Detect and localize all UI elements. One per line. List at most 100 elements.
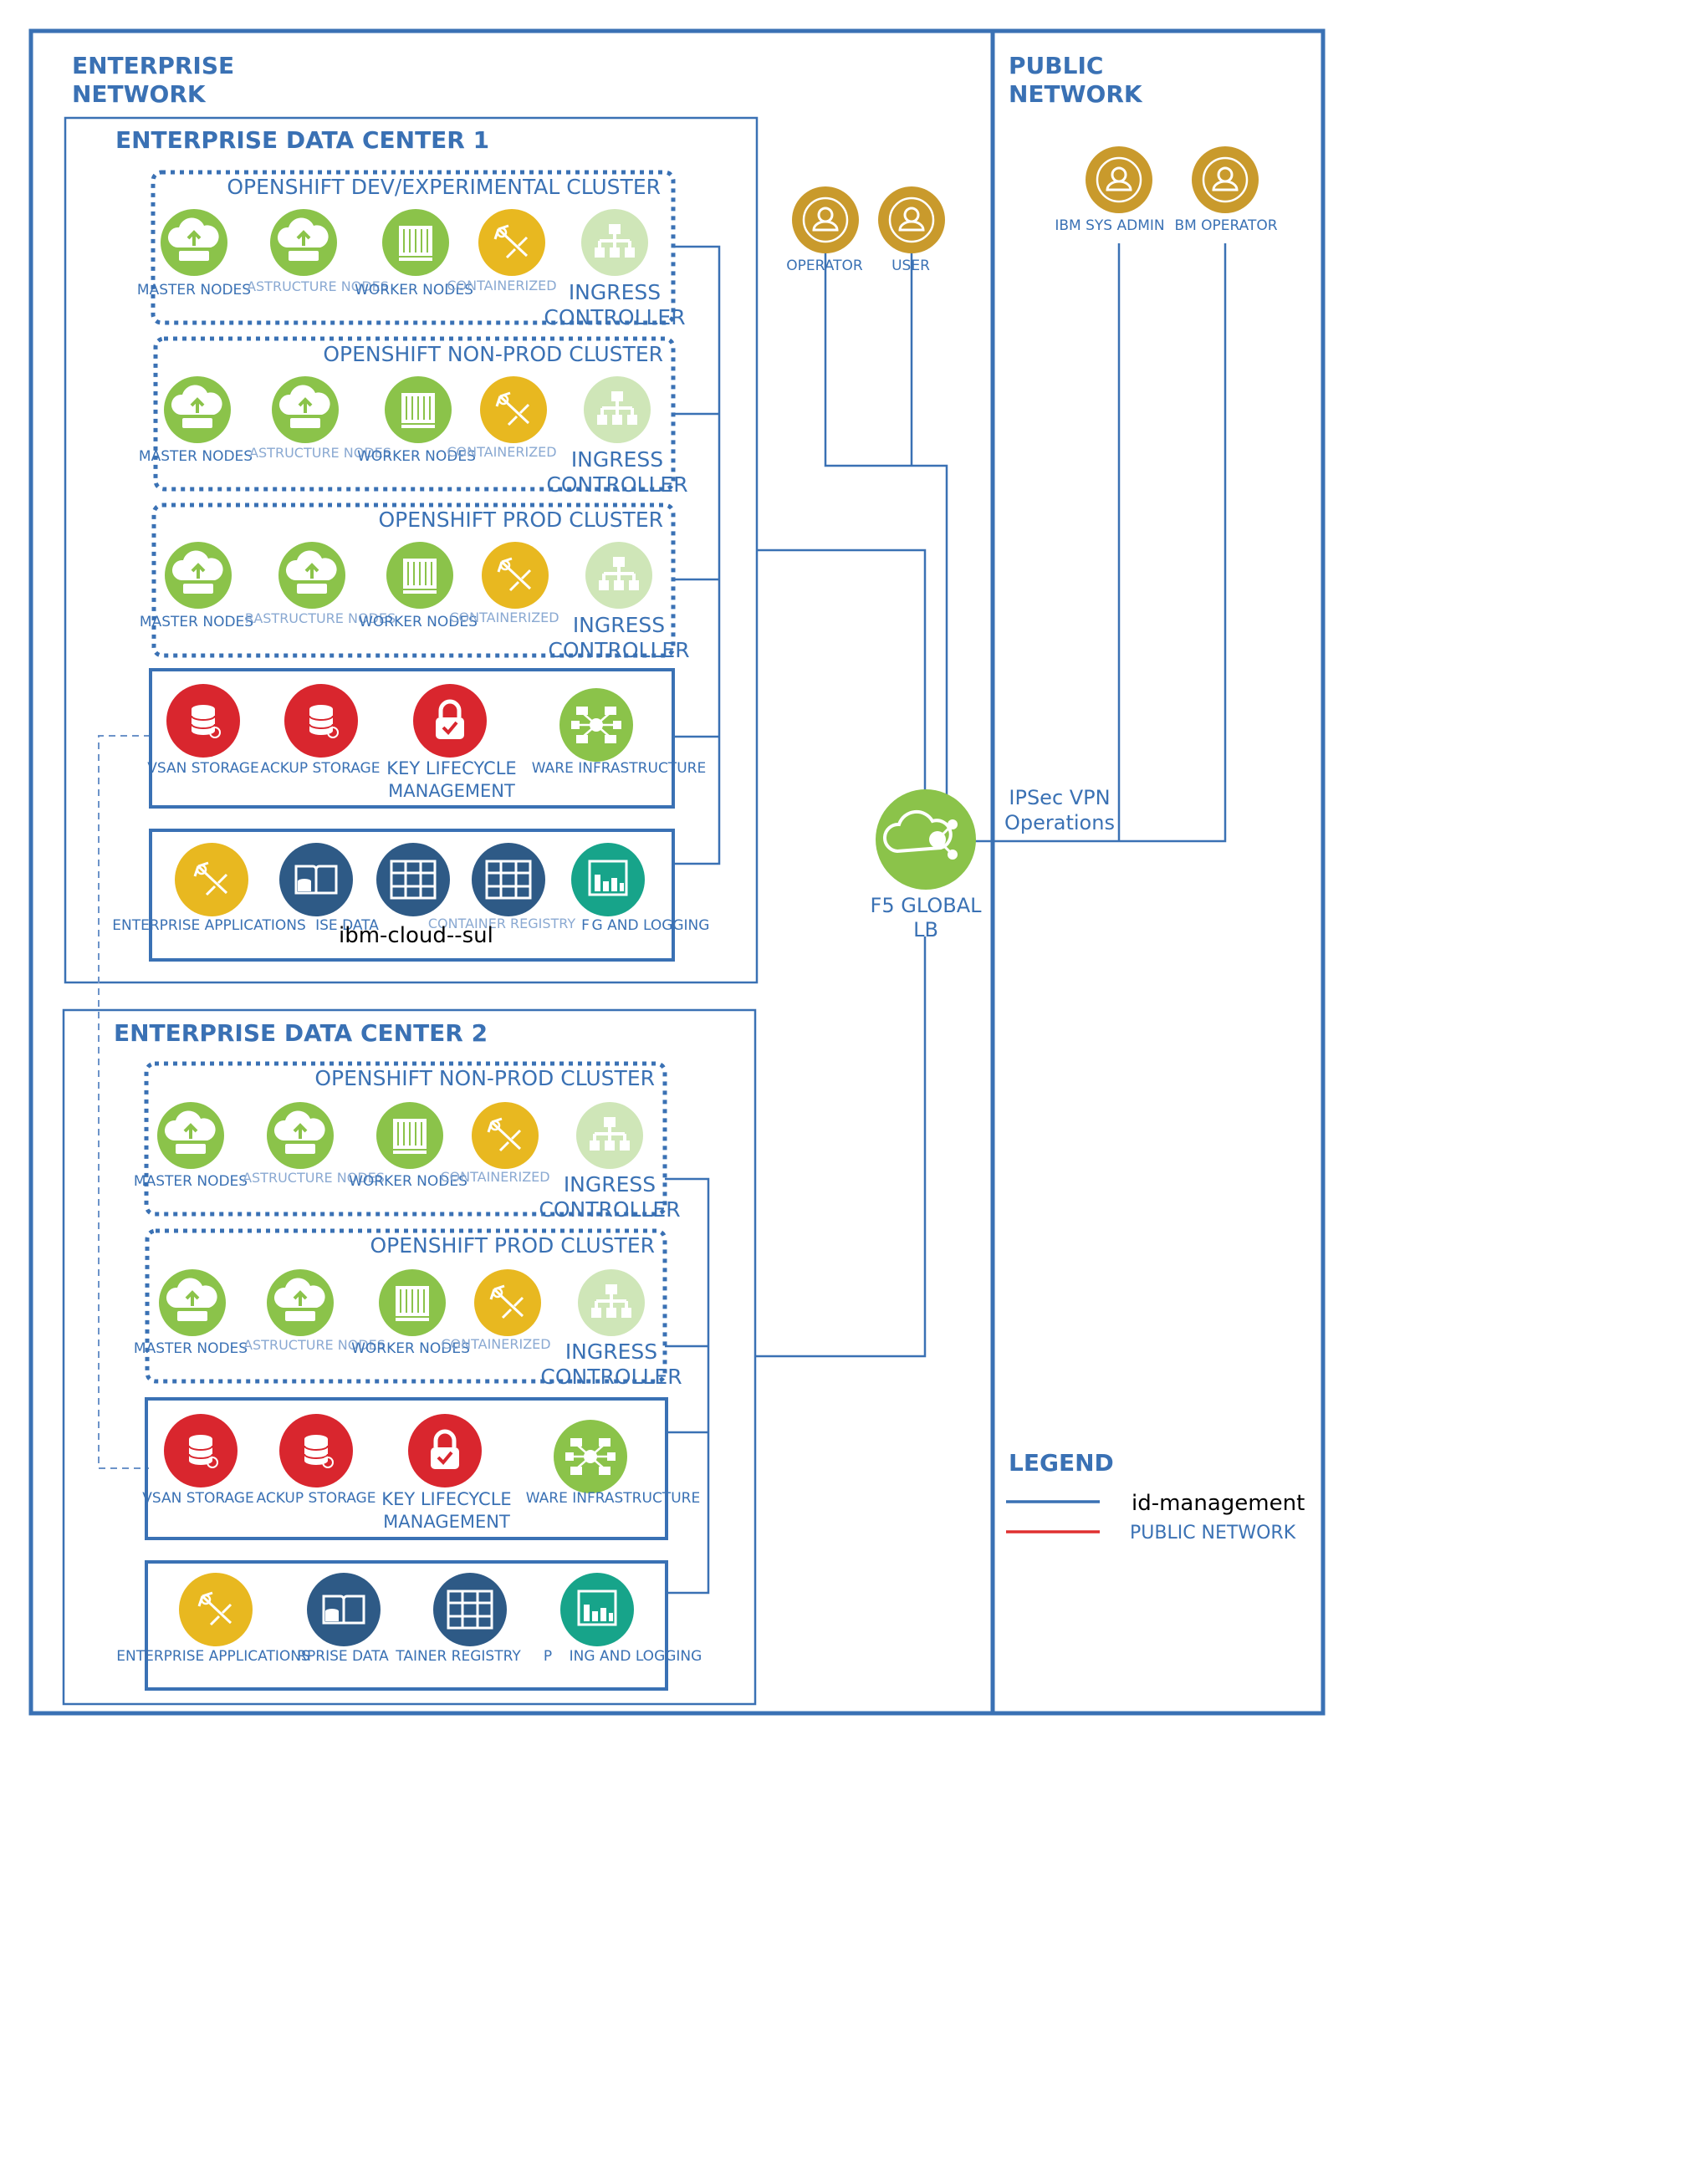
node-label: ASTRUCTURE NODES	[243, 1170, 385, 1186]
containerized-node[interactable]	[472, 1102, 539, 1169]
dc2-infrastructure-panel: VSAN STORAGE ACKUP STORAGE KEY LIFECYCLE…	[142, 1397, 700, 1540]
enterprise-network-title-line2: NETWORK	[72, 80, 207, 108]
panel-border	[149, 829, 675, 962]
registry-grid-node[interactable]	[376, 843, 450, 916]
master-nodes-node[interactable]	[165, 542, 232, 609]
master-nodes-node[interactable]	[159, 1269, 226, 1336]
container-registry-node[interactable]	[433, 1573, 507, 1646]
legend-title: LEGEND	[1009, 1449, 1114, 1477]
node-label: CONTAINERIZED	[447, 278, 556, 293]
vsan-storage-node[interactable]	[166, 684, 240, 758]
cloud-network-icon	[883, 809, 958, 860]
cluster-border	[151, 170, 676, 325]
node-label: KEY LIFECYCLE	[386, 758, 516, 778]
node-label: RASTRUCTURE NODES	[245, 610, 396, 626]
key-lifecycle-node[interactable]	[408, 1414, 482, 1487]
ibm-operator-actor[interactable]	[1192, 146, 1259, 213]
infrastructure-nodes-node[interactable]	[272, 376, 339, 443]
user-actor[interactable]	[878, 186, 945, 253]
node-label: WORKER NODES	[359, 614, 478, 630]
node-label: ACKUP STORAGE	[257, 1490, 376, 1507]
enterprise-applications-node[interactable]	[179, 1573, 253, 1646]
ingress-label: INGRESS	[565, 1339, 657, 1364]
containerized-node[interactable]	[480, 376, 547, 443]
master-nodes-node[interactable]	[157, 1102, 224, 1169]
infrastructure-nodes-node[interactable]	[267, 1269, 334, 1336]
infrastructure-nodes-node[interactable]	[267, 1102, 334, 1169]
node-label: ACKUP STORAGE	[261, 760, 381, 777]
node-label: CONTAINERIZED	[441, 1336, 550, 1352]
data-center-2-title: ENTERPRISE DATA CENTER 2	[114, 1019, 488, 1047]
ingress-label: INGRESS	[564, 1172, 656, 1197]
worker-nodes-node[interactable]	[386, 542, 453, 609]
cluster-border	[151, 503, 676, 658]
infrastructure-nodes-node[interactable]	[278, 542, 345, 609]
enterprise-data-node[interactable]	[307, 1573, 381, 1646]
node-label: CONTAINER REGISTRY	[428, 916, 576, 931]
backup-storage-node[interactable]	[279, 1414, 353, 1487]
enterprise-applications-node[interactable]	[175, 843, 248, 916]
master-nodes-node[interactable]	[164, 376, 231, 443]
dc1-cluster-nonprod: OPENSHIFT NON-PROD CLUSTER MASTER NODES …	[139, 336, 688, 497]
ingress-label: CONTROLLER	[546, 472, 687, 497]
operator-actor[interactable]	[792, 186, 859, 253]
monitoring-logging-node[interactable]	[560, 1573, 634, 1646]
dc1-cluster-dev: OPENSHIFT DEV/EXPERIMENTAL CLUSTER MASTE…	[137, 170, 686, 329]
vsan-storage-node[interactable]	[164, 1414, 238, 1487]
ibm-sys-admin-actor[interactable]	[1086, 146, 1152, 213]
server-rack-icon	[392, 1118, 427, 1155]
backup-storage-node[interactable]	[284, 684, 358, 758]
node-label: ENTERPRISE APPLICATIONS	[112, 917, 306, 934]
node-label: WORKER NODES	[357, 448, 476, 465]
node-label: VSAN STORAGE	[147, 760, 258, 777]
monitoring-logging-node[interactable]	[571, 843, 645, 916]
node-label: ASTRUCTURE NODES	[243, 1337, 386, 1353]
node-label: MASTER NODES	[139, 448, 253, 465]
node-label: G AND LOGGING	[592, 917, 710, 934]
node-label: MANAGEMENT	[388, 781, 515, 801]
connection-lines	[98, 243, 1227, 1595]
containerized-node[interactable]	[478, 209, 545, 276]
panel-border	[145, 1560, 668, 1691]
vmware-infrastructure-node[interactable]	[559, 688, 633, 762]
cluster-title: OPENSHIFT PROD CLUSTER	[378, 508, 663, 532]
node-label: P	[544, 1648, 552, 1665]
ingress-controller-node[interactable]	[581, 209, 648, 276]
ingress-controller-node[interactable]	[578, 1269, 645, 1336]
enterprise-data-node[interactable]	[279, 843, 353, 916]
worker-nodes-node[interactable]	[376, 1102, 443, 1169]
node-label: VSAN STORAGE	[142, 1490, 253, 1507]
f5-global-lb-node[interactable]	[876, 789, 976, 890]
worker-nodes-node[interactable]	[382, 209, 449, 276]
node-label: CONTAINERIZED	[449, 610, 559, 625]
containerized-node[interactable]	[474, 1269, 541, 1336]
key-lifecycle-node[interactable]	[413, 684, 487, 758]
node-label: CONTAINERIZED	[447, 444, 556, 460]
vmware-infrastructure-node[interactable]	[554, 1420, 627, 1493]
ingress-label: CONTROLLER	[544, 305, 685, 329]
cluster-border	[145, 1228, 667, 1384]
infrastructure-nodes-node[interactable]	[270, 209, 337, 276]
dc1-infrastructure-panel: VSAN STORAGE ACKUP STORAGE KEY LIFECYCLE…	[147, 668, 706, 809]
worker-nodes-node[interactable]	[379, 1269, 446, 1336]
dc2-cluster-nonprod: OPENSHIFT NON-PROD CLUSTER MASTER NODES …	[134, 1061, 681, 1222]
ingress-controller-node[interactable]	[576, 1102, 643, 1169]
watermark-label: ibm-cloud--sul	[339, 923, 493, 948]
node-label: F	[581, 917, 590, 934]
public-network-title-line2: NETWORK	[1009, 80, 1143, 108]
node-label: MASTER NODES	[134, 1340, 248, 1357]
ingress-controller-node[interactable]	[584, 376, 651, 443]
data-center-1-title: ENTERPRISE DATA CENTER 1	[115, 126, 489, 154]
worker-nodes-node[interactable]	[385, 376, 452, 443]
node-label: ASTRUCTURE NODES	[247, 278, 389, 294]
master-nodes-node[interactable]	[161, 209, 227, 276]
container-registry-node[interactable]	[472, 843, 545, 916]
containerized-node[interactable]	[482, 542, 549, 609]
node-label: MANAGEMENT	[383, 1512, 510, 1532]
server-rack-icon	[401, 392, 436, 429]
ingress-controller-node[interactable]	[585, 542, 652, 609]
node-label: ISE DATA	[315, 917, 379, 934]
vpn-label: IPSec VPN	[1009, 786, 1110, 809]
ingress-label: INGRESS	[573, 613, 665, 637]
enterprise-network-title: ENTERPRISE	[72, 52, 234, 79]
